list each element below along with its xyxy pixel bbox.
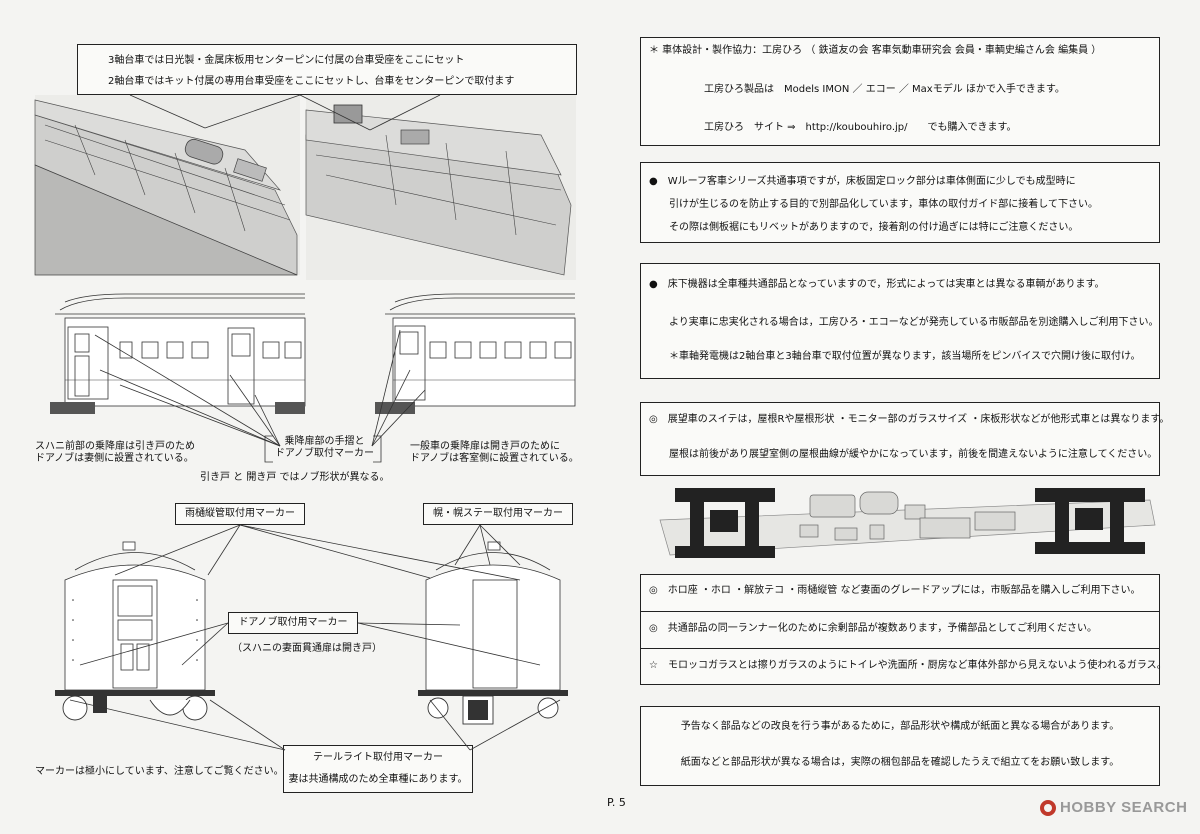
hood-stay-marker-label: 幌・幌ステー取付用マーカー: [423, 503, 573, 525]
bogie-note-line2: 2軸台車ではキット付属の専用台車受座をここにセットし、台車をセンターピンで取付ま…: [108, 76, 515, 87]
end-marker-lines: [69, 524, 561, 751]
parts-divider-1: [641, 611, 1159, 612]
bogie-callout-lines: [129, 94, 441, 131]
watermark-logo-icon: [1040, 799, 1056, 816]
side-marker-lines: [94, 329, 426, 447]
notice-box: 予告なく部品などの改良を行う事があるために，部品形状や構成が紙面と異なる場合があ…: [640, 706, 1160, 786]
underside-photo-right: [305, 95, 576, 280]
underfloor-parts-photo: [650, 480, 1160, 570]
watermark: HOBBY SEARCH: [1040, 799, 1187, 816]
taillight-marker-label: テールライト取付用マーカー 妻は共通構成のため全車種にあります。: [283, 745, 473, 793]
wroof-note-box: ● Wルーフ客車シリーズ共通事項ですが，床板固定ロック部分は車体側面に少しでも成…: [640, 162, 1160, 243]
knob-shape-caption: 引き戸 と 開き戸 ではノブ形状が異なる。: [200, 472, 390, 483]
tiny-marker-note: マーカーは極小にしています、注意してご覧ください。: [35, 766, 284, 777]
underside-photo-left: [34, 95, 300, 276]
side-elevation-left: [50, 293, 306, 414]
hinged-door-caption: 一般車の乗降扉は開き戸のために ドアノブは客室側に設置されている。: [410, 441, 579, 464]
parts-divider-2: [641, 648, 1159, 649]
rain-gutter-marker-label: 雨樋縦管取付用マーカー: [175, 503, 305, 525]
credit-box: ＊ 車体設計・製作協力：工房ひろ （ 鉄道友の会 客車気動車研究会 会員・車輌史…: [640, 37, 1160, 146]
bogie-note-box: 3軸台車では日光製・金属床板用センターピンに付属の台車受座をここにセット 2軸台…: [77, 44, 577, 95]
sliding-door-caption: スハニ前部の乗降扉は引き戸のため ドアノブは妻側に設置されている。: [35, 441, 195, 464]
door-handle-marker-label: 乗降扉部の手摺と ドアノブ取付マーカー: [274, 436, 375, 459]
end-elevation-left: [55, 541, 215, 721]
end-elevation-right: [418, 541, 568, 725]
bogie-note-line1: 3軸台車では日光製・金属床板用センターピンに付属の台車受座をここにセット: [108, 55, 465, 66]
underfloor-note-box: ● 床下機器は全車種共通部品となっていますので，形式によっては実車とは異なる車輌…: [640, 263, 1160, 379]
parts-note-box: ◎ ホロ座 ・ホロ ・解放テコ ・雨樋縦管 など妻面のグレードアップには，市販部…: [640, 574, 1167, 685]
observation-car-note-box: ◎ 展望車のスイテは，屋根Rや屋根形状 ・モニター部のガラスサイズ ・床板形状な…: [640, 402, 1169, 476]
door-knob-sub-label: （スハニの妻面貫通扉は開き戸）: [232, 643, 382, 654]
page-number: P. 5: [607, 796, 626, 809]
door-knob-marker-label: ドアノブ取付用マーカー: [228, 612, 358, 634]
